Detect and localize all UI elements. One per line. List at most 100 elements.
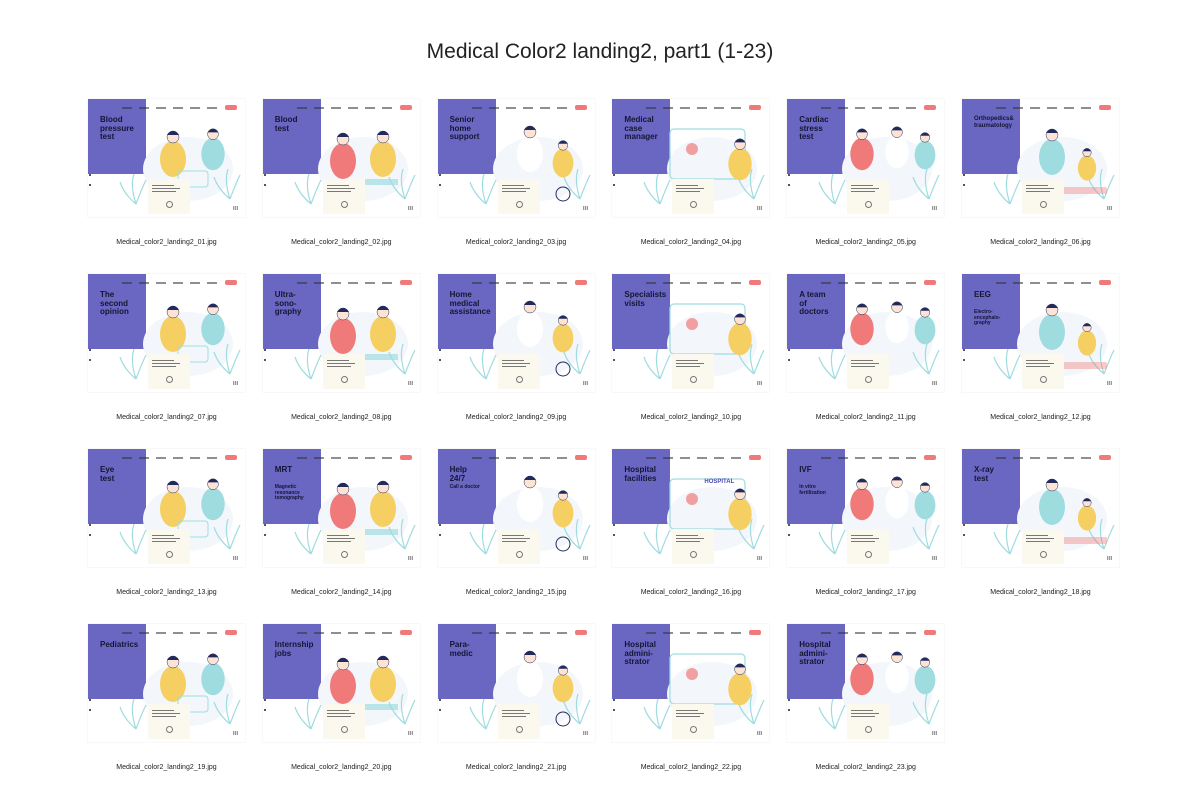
mini-nav	[821, 632, 921, 635]
purple-block	[437, 624, 496, 699]
mini-nav-button	[574, 280, 587, 285]
landing-thumbnail[interactable]: Specialists visits	[612, 274, 770, 392]
mini-nav-button	[225, 630, 237, 635]
thumbnail-heading: Cardiac stress test	[799, 115, 829, 141]
thumbnail-item: A team of doctors Medical_color2_landing…	[787, 274, 945, 449]
play-circle-icon	[690, 376, 698, 383]
thumbnail-caption: Medical_color2_landing2_14.jpg	[291, 589, 392, 596]
mini-nav-button	[225, 105, 237, 110]
landing-thumbnail[interactable]: Senior home support	[437, 99, 595, 217]
landing-thumbnail[interactable]: Eye test	[88, 449, 245, 567]
landing-thumbnail[interactable]: Cardiac stress test	[787, 99, 945, 217]
landing-thumbnail[interactable]: Para- medic	[437, 624, 595, 742]
thumbnail-heading: Eye test	[100, 465, 115, 483]
info-card	[148, 704, 190, 739]
thumbnail-heading: Internship jobs	[274, 640, 314, 658]
purple-block	[88, 99, 146, 174]
play-circle-icon	[515, 726, 523, 733]
purple-block	[612, 99, 671, 174]
thumbnail-item: EEG Electro- encephalo- graphy Medical_c…	[961, 274, 1119, 449]
landing-thumbnail[interactable]: Help 24/7 Call a doctor	[437, 449, 595, 567]
play-circle-icon	[340, 726, 348, 733]
landing-thumbnail[interactable]: A team of doctors	[787, 274, 945, 392]
mini-nav	[122, 457, 222, 460]
mini-nav-button	[749, 280, 762, 285]
purple-block	[961, 449, 1020, 524]
purple-block	[262, 449, 321, 524]
thumbnail-caption: Medical_color2_landing2_12.jpg	[990, 414, 1091, 421]
qr-mark-icon	[1106, 381, 1112, 385]
mini-nav	[995, 282, 1096, 285]
thumbnail-caption: Medical_color2_landing2_15.jpg	[465, 589, 567, 596]
mini-nav-button	[924, 105, 937, 110]
mini-nav-button	[1098, 105, 1111, 110]
purple-block	[612, 624, 671, 699]
purple-block	[262, 274, 321, 349]
purple-block	[437, 99, 496, 174]
mini-nav	[296, 107, 397, 110]
landing-thumbnail[interactable]: Pediatrics	[88, 624, 245, 742]
landing-thumbnail[interactable]: MRT Magnetic resonance tomography	[262, 449, 420, 567]
thumbnail-caption: Medical_color2_landing2_11.jpg	[815, 414, 916, 421]
info-card	[322, 179, 365, 214]
thumbnail-caption: Medical_color2_landing2_17.jpg	[815, 589, 916, 596]
thumbnail-caption: Medical_color2_landing2_20.jpg	[291, 764, 392, 771]
thumbnail-caption: Medical_color2_landing2_05.jpg	[815, 239, 916, 246]
mini-nav	[471, 107, 572, 110]
thumbnail-item: Specialists visits Medical_color2_landin…	[612, 274, 770, 449]
landing-thumbnail[interactable]: Ultra- sono- graphy	[262, 274, 420, 392]
thumbnail-item: Orthopedics& traumatology Medical_color2…	[961, 99, 1119, 274]
thumbnail-item: Home medical assistance Medical_color2_l…	[437, 274, 595, 449]
thumbnail-item: The second opinion Medical_color2_landin…	[88, 274, 245, 449]
purple-block	[612, 274, 671, 349]
landing-thumbnail[interactable]: Hospital admini- strator	[612, 624, 770, 742]
play-circle-icon	[690, 201, 698, 208]
thumbnail-item: Senior home support Medical_color2_landi…	[437, 99, 595, 274]
purple-block	[437, 274, 496, 349]
thumbnail-heading: Hospital facilities	[624, 465, 657, 483]
thumbnail-caption: Medical_color2_landing2_07.jpg	[116, 414, 217, 421]
landing-thumbnail[interactable]: EEG Electro- encephalo- graphy	[961, 274, 1119, 392]
thumbnail-item: IVF In vitro fertilization Medical_color…	[787, 449, 945, 624]
thumbnail-heading: MRT	[274, 465, 293, 474]
landing-thumbnail[interactable]: Blood test	[262, 99, 420, 217]
thumbnail-item: Ultra- sono- graphy Medical_color2_landi…	[262, 274, 420, 449]
landing-thumbnail[interactable]: Hospital admini- strator	[787, 624, 945, 742]
thumbnail-item: Blood test Medical_color2_landing2_02.jp…	[262, 99, 420, 274]
landing-thumbnail[interactable]: Blood pressure test	[88, 99, 245, 217]
mini-nav	[471, 632, 572, 635]
qr-mark-icon	[233, 381, 238, 385]
qr-mark-icon	[932, 381, 938, 385]
thumbnail-caption: Medical_color2_landing2_01.jpg	[116, 239, 217, 246]
qr-mark-icon	[932, 556, 938, 560]
qr-mark-icon	[1106, 556, 1112, 560]
mini-nav	[646, 107, 746, 110]
mini-nav-button	[399, 280, 412, 285]
landing-thumbnail[interactable]: The second opinion	[88, 274, 245, 392]
info-card	[1021, 179, 1064, 214]
thumbnail-heading: Para- medic	[449, 640, 473, 658]
qr-mark-icon	[932, 731, 938, 735]
landing-thumbnail[interactable]: Medical case manager	[612, 99, 770, 217]
thumbnail-item: Help 24/7 Call a doctor Medical_color2_l…	[437, 449, 595, 624]
thumbnail-heading: IVF	[799, 465, 812, 474]
mini-nav	[995, 457, 1096, 460]
landing-thumbnail[interactable]: Home medical assistance	[437, 274, 595, 392]
mini-nav	[122, 107, 222, 110]
landing-thumbnail[interactable]: Orthopedics& traumatology	[961, 99, 1119, 217]
landing-thumbnail[interactable]: Internship jobs	[262, 624, 420, 742]
qr-mark-icon	[757, 206, 763, 210]
thumbnail-item: X-ray test Medical_color2_landing2_18.jp…	[961, 449, 1119, 624]
thumbnail-caption: Medical_color2_landing2_16.jpg	[640, 589, 742, 596]
info-card	[148, 354, 190, 389]
landing-thumbnail[interactable]: IVF In vitro fertilization	[787, 449, 945, 567]
thumbnail-heading: Ultra- sono- graphy	[274, 290, 302, 316]
landing-thumbnail[interactable]: X-ray test	[961, 449, 1119, 567]
qr-mark-icon	[407, 381, 413, 385]
info-card	[847, 354, 890, 389]
mini-nav	[471, 457, 572, 460]
landing-thumbnail[interactable]: Hospital facilities HOSPITAL	[612, 449, 770, 567]
thumbnail-item: Internship jobs Medical_color2_landing2_…	[262, 624, 420, 799]
thumbnail-caption: Medical_color2_landing2_18.jpg	[990, 589, 1091, 596]
thumbnail-grid: Blood pressure test Medical_color2_landi…	[88, 99, 1119, 799]
